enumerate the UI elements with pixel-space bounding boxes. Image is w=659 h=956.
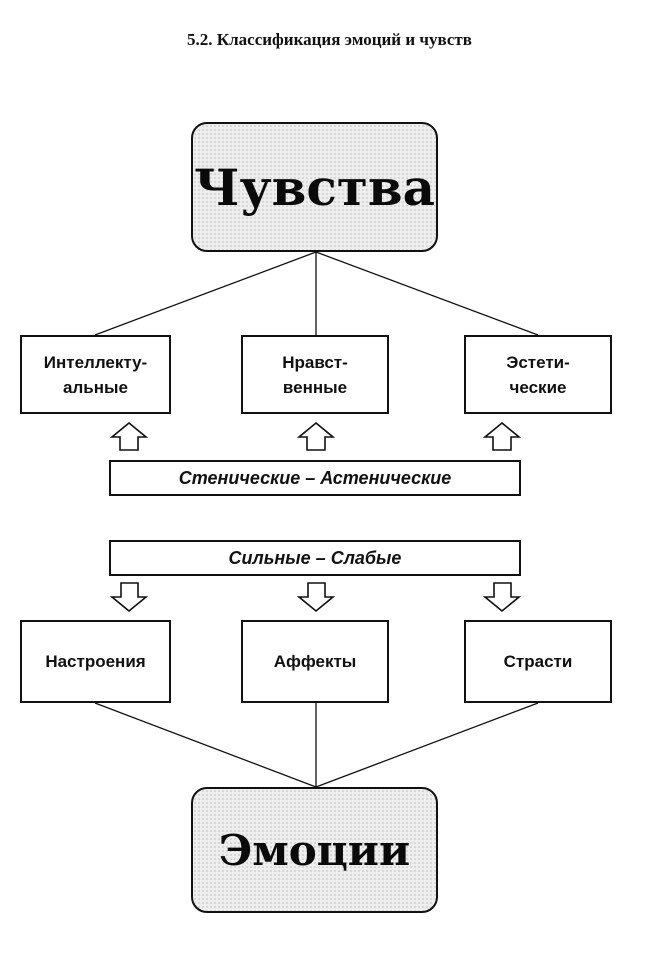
bottom-node-emotions: Эмоции [191, 787, 438, 913]
emotion-box-affects: Аффекты [241, 620, 389, 703]
connector-bottom-left [94, 702, 317, 788]
feeling-label-line1: Эстети- [506, 352, 570, 372]
feeling-label-line2: альные [63, 377, 128, 397]
down-arrow-icon [482, 582, 522, 613]
emotion-label: Страсти [503, 652, 573, 671]
up-arrow-icon [482, 421, 522, 451]
emotion-box-moods: Настроения [20, 620, 171, 703]
down-arrow-icon [109, 582, 149, 613]
top-node-feelings: Чувства [191, 122, 438, 252]
emotion-label: Настроения [45, 652, 146, 671]
sthenic-asthenic-bar: Стенические – Астенические [109, 460, 521, 496]
up-arrow-icon [109, 421, 149, 451]
feeling-label-line1: Нравст- [282, 352, 348, 372]
emotion-box-passions: Страсти [464, 620, 612, 703]
feeling-box-aesthetic: Эстети- ческие [464, 335, 612, 414]
top-node-label: Чувства [194, 157, 435, 217]
feeling-box-intellectual: Интеллекту- альные [20, 335, 171, 414]
strong-weak-label: Сильные – Слабые [228, 547, 402, 568]
page-title: 5.2. Классификация эмоций и чувств [187, 30, 472, 49]
sthenic-asthenic-label: Стенические – Астенические [178, 467, 452, 488]
connector-bottom-right [315, 702, 539, 788]
strong-weak-bar: Сильные – Слабые [109, 540, 521, 576]
bottom-node-label: Эмоции [218, 825, 411, 875]
feeling-label-line2: ческие [509, 377, 567, 397]
emotion-label: Аффекты [273, 652, 357, 671]
down-arrow-icon [296, 582, 336, 613]
feeling-box-moral: Нравст- венные [241, 335, 389, 414]
connector-top-right [315, 251, 539, 336]
feeling-label-line1: Интеллекту- [43, 352, 148, 372]
connector-top-left [94, 251, 317, 336]
feeling-label-line2: венные [282, 377, 348, 397]
up-arrow-icon [296, 421, 336, 451]
